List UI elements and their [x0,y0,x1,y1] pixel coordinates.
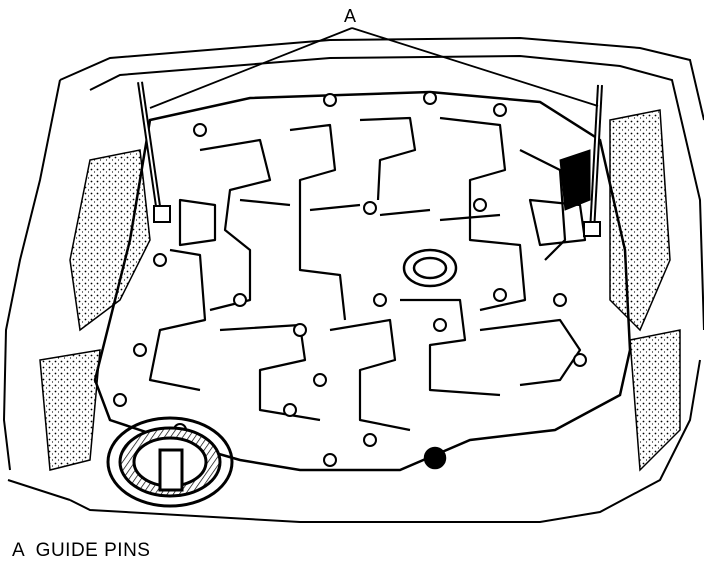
guide-pin-right [559,84,603,237]
servo-piston [106,416,234,508]
accumulator-bore [402,248,458,470]
bolt-holes [113,91,587,467]
transmission-case [2,36,704,523]
guide-pin-left [137,81,171,223]
valve-body-plate [93,90,632,472]
callout-leader-lines [149,27,599,109]
fluid-passages [148,116,587,432]
callout-letter: A [344,6,356,26]
figure-caption: A GUIDE PINS [12,540,151,561]
